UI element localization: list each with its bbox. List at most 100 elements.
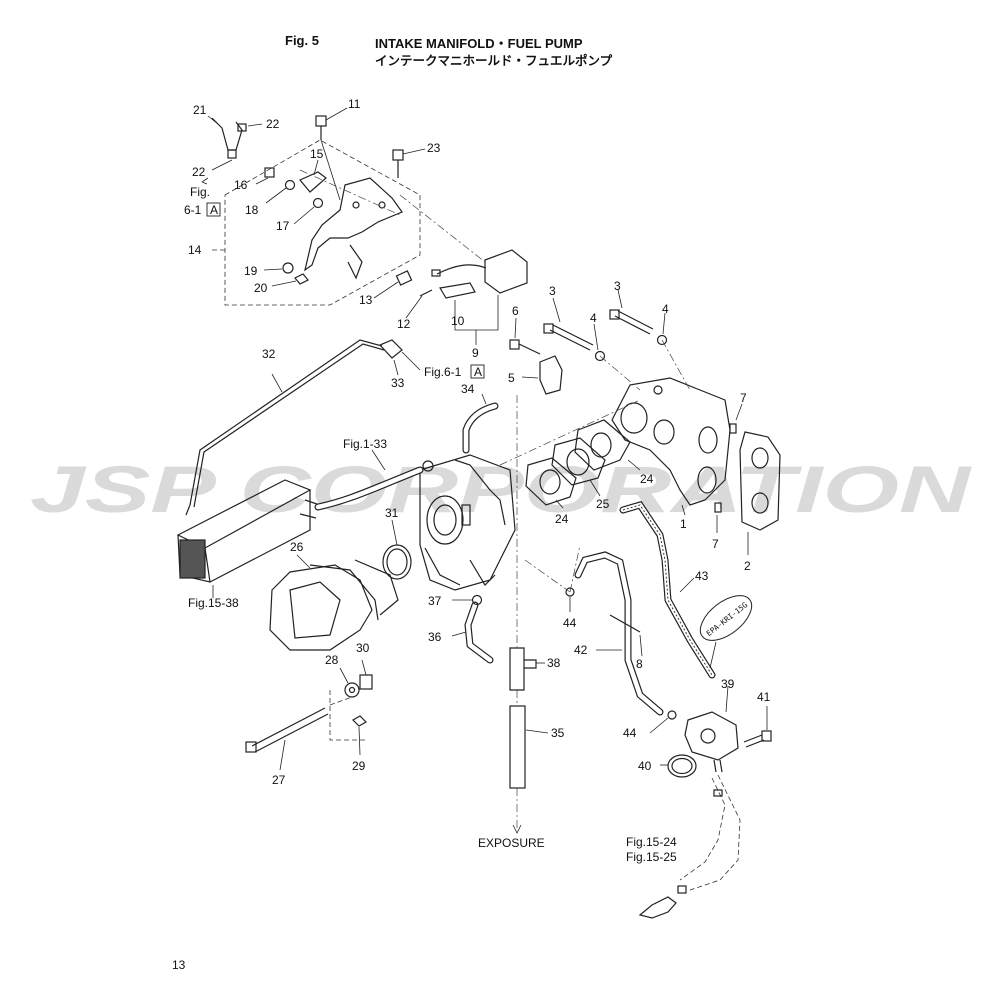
bolt-11 [315, 115, 327, 127]
throttle-link-rod-32-edge [193, 343, 385, 508]
leader-24b [555, 499, 564, 509]
callout-41: 41 [757, 690, 771, 704]
throttle-sensor-9 [484, 249, 528, 294]
leader-43 [679, 577, 695, 593]
fuel-hose-42 [574, 551, 664, 716]
clip-33 [378, 339, 403, 359]
intake-duct-side [209, 490, 311, 583]
leader-24a [627, 459, 641, 471]
figure-number: Fig. 5 [285, 33, 319, 48]
fuel-line-clamp-upper [713, 789, 723, 797]
ref-fig1-33: Fig.1-33 [343, 437, 387, 451]
ref-exposure: EXPOSURE [478, 836, 545, 850]
washer-4-left [594, 350, 606, 362]
epa-label: EPA-KRI-15G [699, 595, 753, 641]
leader-28 [339, 667, 349, 684]
collar-13 [395, 270, 413, 286]
clip-22-lower [227, 149, 237, 159]
throttle-bracket [304, 177, 403, 272]
callout-34: 34 [461, 382, 475, 396]
watermark-text: JSP CORPORATION [30, 452, 972, 526]
bolt-23 [392, 149, 404, 161]
ref-box-a-mid-letter: A [474, 365, 482, 379]
fuel-line-clamp-lower [677, 885, 687, 894]
manifold-port-4 [697, 466, 717, 494]
callout-44-upper: 44 [563, 616, 577, 630]
carburetor-throat [426, 495, 464, 545]
lever-15 [299, 171, 327, 193]
figure-title-english: INTAKE MANIFOLD・FUEL PUMP [375, 36, 583, 51]
callout-12: 12 [397, 317, 411, 331]
axis-line-lever [299, 169, 401, 216]
spacer-25 [551, 437, 606, 486]
hose-fig1-33-inner [315, 467, 423, 510]
callout-19: 19 [244, 264, 258, 278]
hose-34-inner [463, 403, 498, 453]
silencer-26-rim [309, 564, 379, 621]
bracket-assembly-outline [224, 139, 421, 306]
callout-33: 33 [391, 376, 405, 390]
leader-33 [393, 359, 399, 376]
leader-3a [552, 297, 561, 323]
leader-35 [525, 729, 549, 734]
axis-lines-bolts [599, 339, 691, 391]
bracket-hole-2 [378, 201, 386, 209]
washer-28 [344, 682, 360, 698]
callout-15: 15 [310, 147, 324, 161]
callout-42: 42 [574, 643, 588, 657]
callout-1: 1 [680, 517, 687, 531]
tee-joint-38 [509, 647, 537, 691]
fuel-connector [638, 896, 677, 919]
callout-4-left: 4 [590, 311, 597, 325]
callout-40: 40 [638, 759, 652, 773]
pin-12 [419, 289, 433, 297]
carburetor-top-detail [454, 459, 506, 526]
o-ring-40 [667, 754, 697, 778]
leader-11-axis [320, 139, 341, 201]
throttle-link-rod-32 [185, 339, 383, 516]
bolt-41-head [761, 730, 772, 742]
silencer-26 [269, 564, 373, 651]
callout-31: 31 [385, 506, 399, 520]
leader-25 [589, 479, 601, 497]
nut-20 [294, 273, 309, 285]
fuel-hose-43-braid [622, 504, 713, 676]
callout-38: 38 [547, 656, 561, 670]
callout-11: 11 [348, 97, 361, 111]
washer-19 [282, 262, 294, 274]
callout-24-upper: 24 [640, 472, 654, 486]
carburetor-lever [422, 460, 434, 472]
bracket-hole [352, 201, 360, 209]
callout-36: 36 [428, 630, 442, 644]
leader-18 [265, 187, 287, 204]
callout-17: 17 [276, 219, 290, 233]
manifold-boss [653, 385, 663, 395]
ref-box-a-upper-letter: A [210, 203, 218, 217]
leader-13 [373, 281, 399, 299]
leader-29 [358, 726, 361, 756]
axis-line-fuel [524, 544, 581, 593]
leader-5 [521, 376, 539, 379]
leader-8 [639, 634, 643, 657]
clip-22-upper [237, 123, 247, 132]
leader-17 [293, 206, 315, 225]
fuel-pump-39-center [700, 728, 716, 744]
manifold-port-3 [698, 426, 718, 454]
ref-arrow-upper [201, 177, 209, 185]
leader-3b [617, 289, 623, 309]
callout-6: 6 [512, 304, 519, 318]
clip-8 [609, 614, 641, 633]
axis-line-manifold [499, 399, 641, 466]
gasket-2-port-2 [751, 492, 769, 514]
bolt-27 [251, 707, 329, 753]
bolt-27-axis [329, 690, 365, 741]
carburetor-body [419, 454, 516, 591]
callout-18: 18 [245, 203, 259, 217]
leader-6 [514, 317, 517, 339]
fuel-hose-42-inner [575, 552, 663, 715]
washer-18 [284, 179, 296, 191]
bolt-3-left-head [543, 323, 554, 334]
figure-title-japanese: インテークマニホールド・フュエルポンプ [375, 53, 613, 68]
